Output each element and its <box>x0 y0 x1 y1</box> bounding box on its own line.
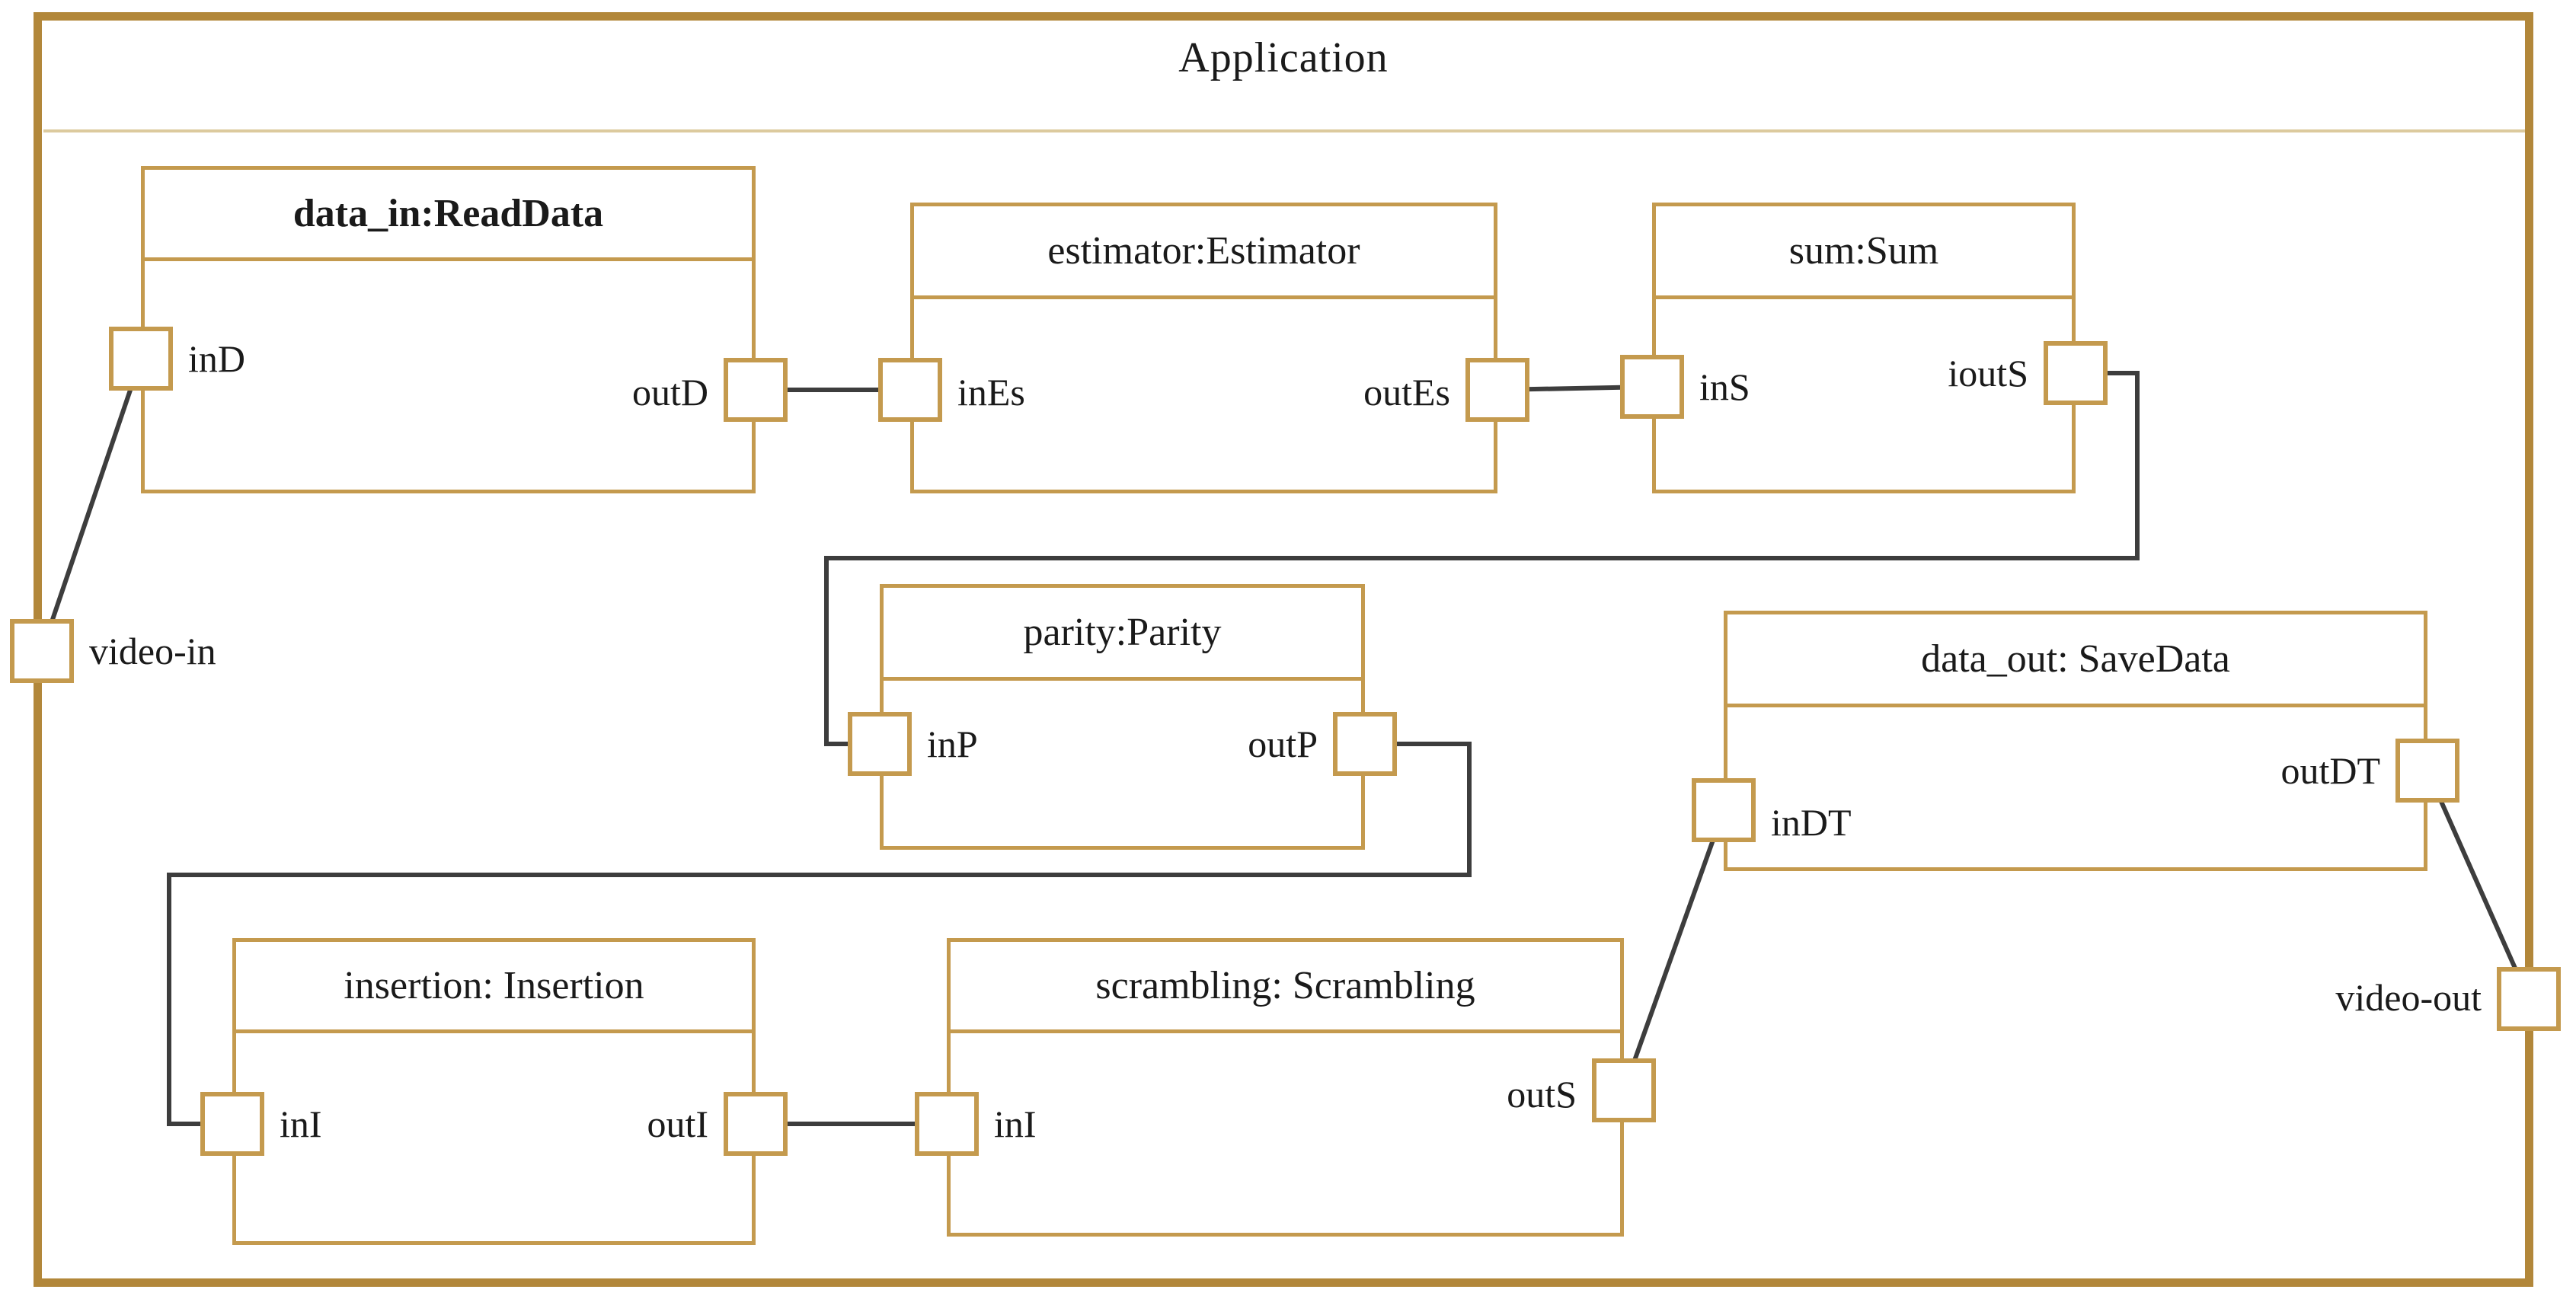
component-estimator-title: estimator:Estimator <box>914 206 1494 299</box>
component-data-out-title: data_out: SaveData <box>1727 614 2424 707</box>
port-video-in <box>10 619 74 683</box>
port-outEs <box>1465 358 1529 422</box>
port-inDT <box>1692 778 1756 842</box>
label-outD: outD <box>632 371 708 413</box>
connector-outP-inI <box>167 742 1472 1126</box>
component-data-in-title: data_in:ReadData <box>145 170 752 261</box>
component-parity-title: parity:Parity <box>884 588 1361 681</box>
component-scrambling: scrambling: Scrambling <box>947 938 1624 1237</box>
label-outP: outP <box>1248 723 1318 765</box>
connector-outDT-video-out <box>2425 769 2531 1001</box>
label-ioutS: ioutS <box>1948 352 2028 394</box>
port-inS <box>1620 355 1684 419</box>
port-outD <box>724 358 788 422</box>
component-sum: sum:Sum <box>1652 203 2076 493</box>
port-outS <box>1592 1058 1656 1122</box>
connector-video-in-inD <box>40 358 143 652</box>
component-insertion-title: insertion: Insertion <box>236 942 752 1033</box>
port-inI-insertion <box>200 1092 264 1156</box>
diagram-title: Application <box>1178 34 1389 81</box>
title-separator <box>43 129 2525 132</box>
label-outS: outS <box>1507 1073 1577 1115</box>
label-inI-scrambling: inI <box>994 1103 1037 1145</box>
label-video-out: video-out <box>2335 976 2482 1019</box>
component-scrambling-title: scrambling: Scrambling <box>951 942 1620 1033</box>
component-estimator: estimator:Estimator <box>910 203 1497 493</box>
label-inDT: inDT <box>1771 801 1852 844</box>
component-insertion: insertion: Insertion <box>232 938 756 1245</box>
port-outDT <box>2395 739 2459 803</box>
connector-outS-inDT <box>1622 809 1726 1092</box>
connector-ioutS-inP <box>824 371 2140 746</box>
port-inI-scrambling <box>915 1092 979 1156</box>
label-inEs: inEs <box>957 371 1025 413</box>
port-inEs <box>878 358 942 422</box>
port-inP <box>848 712 912 776</box>
port-inD <box>109 327 173 391</box>
port-ioutS <box>2044 341 2108 405</box>
label-inI-insertion: inI <box>280 1103 322 1145</box>
component-parity: parity:Parity <box>880 584 1365 850</box>
label-outEs: outEs <box>1363 371 1450 413</box>
component-data-out: data_out: SaveData <box>1724 611 2427 871</box>
label-outDT: outDT <box>2280 749 2380 792</box>
label-inP: inP <box>927 723 978 765</box>
label-outI: outI <box>647 1103 708 1145</box>
port-video-out <box>2497 967 2561 1031</box>
label-inD: inD <box>188 337 245 380</box>
port-outI <box>724 1092 788 1156</box>
component-sum-title: sum:Sum <box>1656 206 2072 299</box>
component-data-in: data_in:ReadData <box>141 166 756 493</box>
label-inS: inS <box>1699 365 1750 408</box>
label-video-in: video-in <box>89 630 216 672</box>
port-outP <box>1333 712 1397 776</box>
